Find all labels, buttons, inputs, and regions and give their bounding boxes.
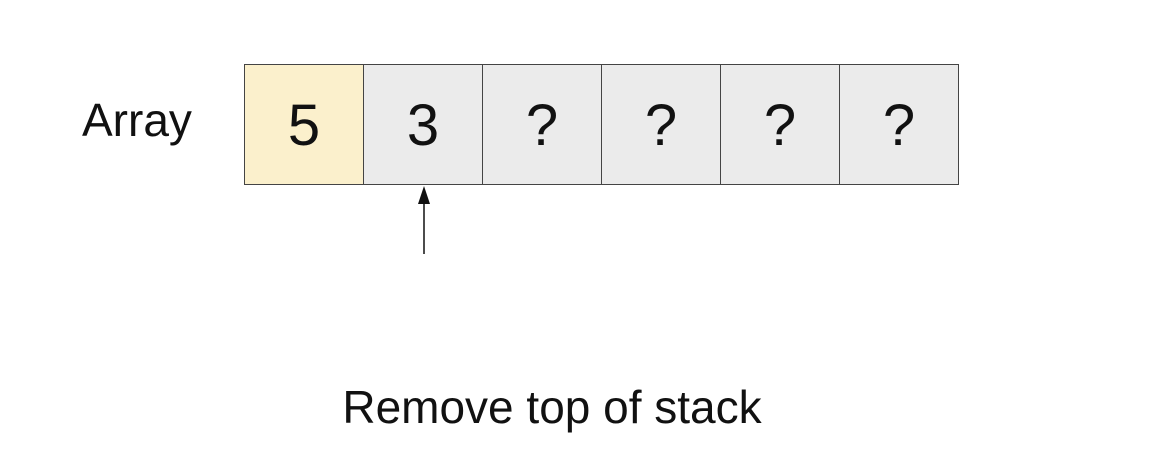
caption: Remove top of stack xyxy=(342,381,762,433)
array-cell-0: 5 xyxy=(244,64,364,185)
array-cell-4: ? xyxy=(720,64,840,185)
arrow-head xyxy=(418,186,430,204)
array-cell-3: ? xyxy=(601,64,721,185)
top-pointer-arrow xyxy=(418,186,430,254)
array-cell-2: ? xyxy=(482,64,602,185)
array-cell-5: ? xyxy=(839,64,959,185)
array-cell-1: 3 xyxy=(363,64,483,185)
array-label: Array xyxy=(82,94,192,146)
